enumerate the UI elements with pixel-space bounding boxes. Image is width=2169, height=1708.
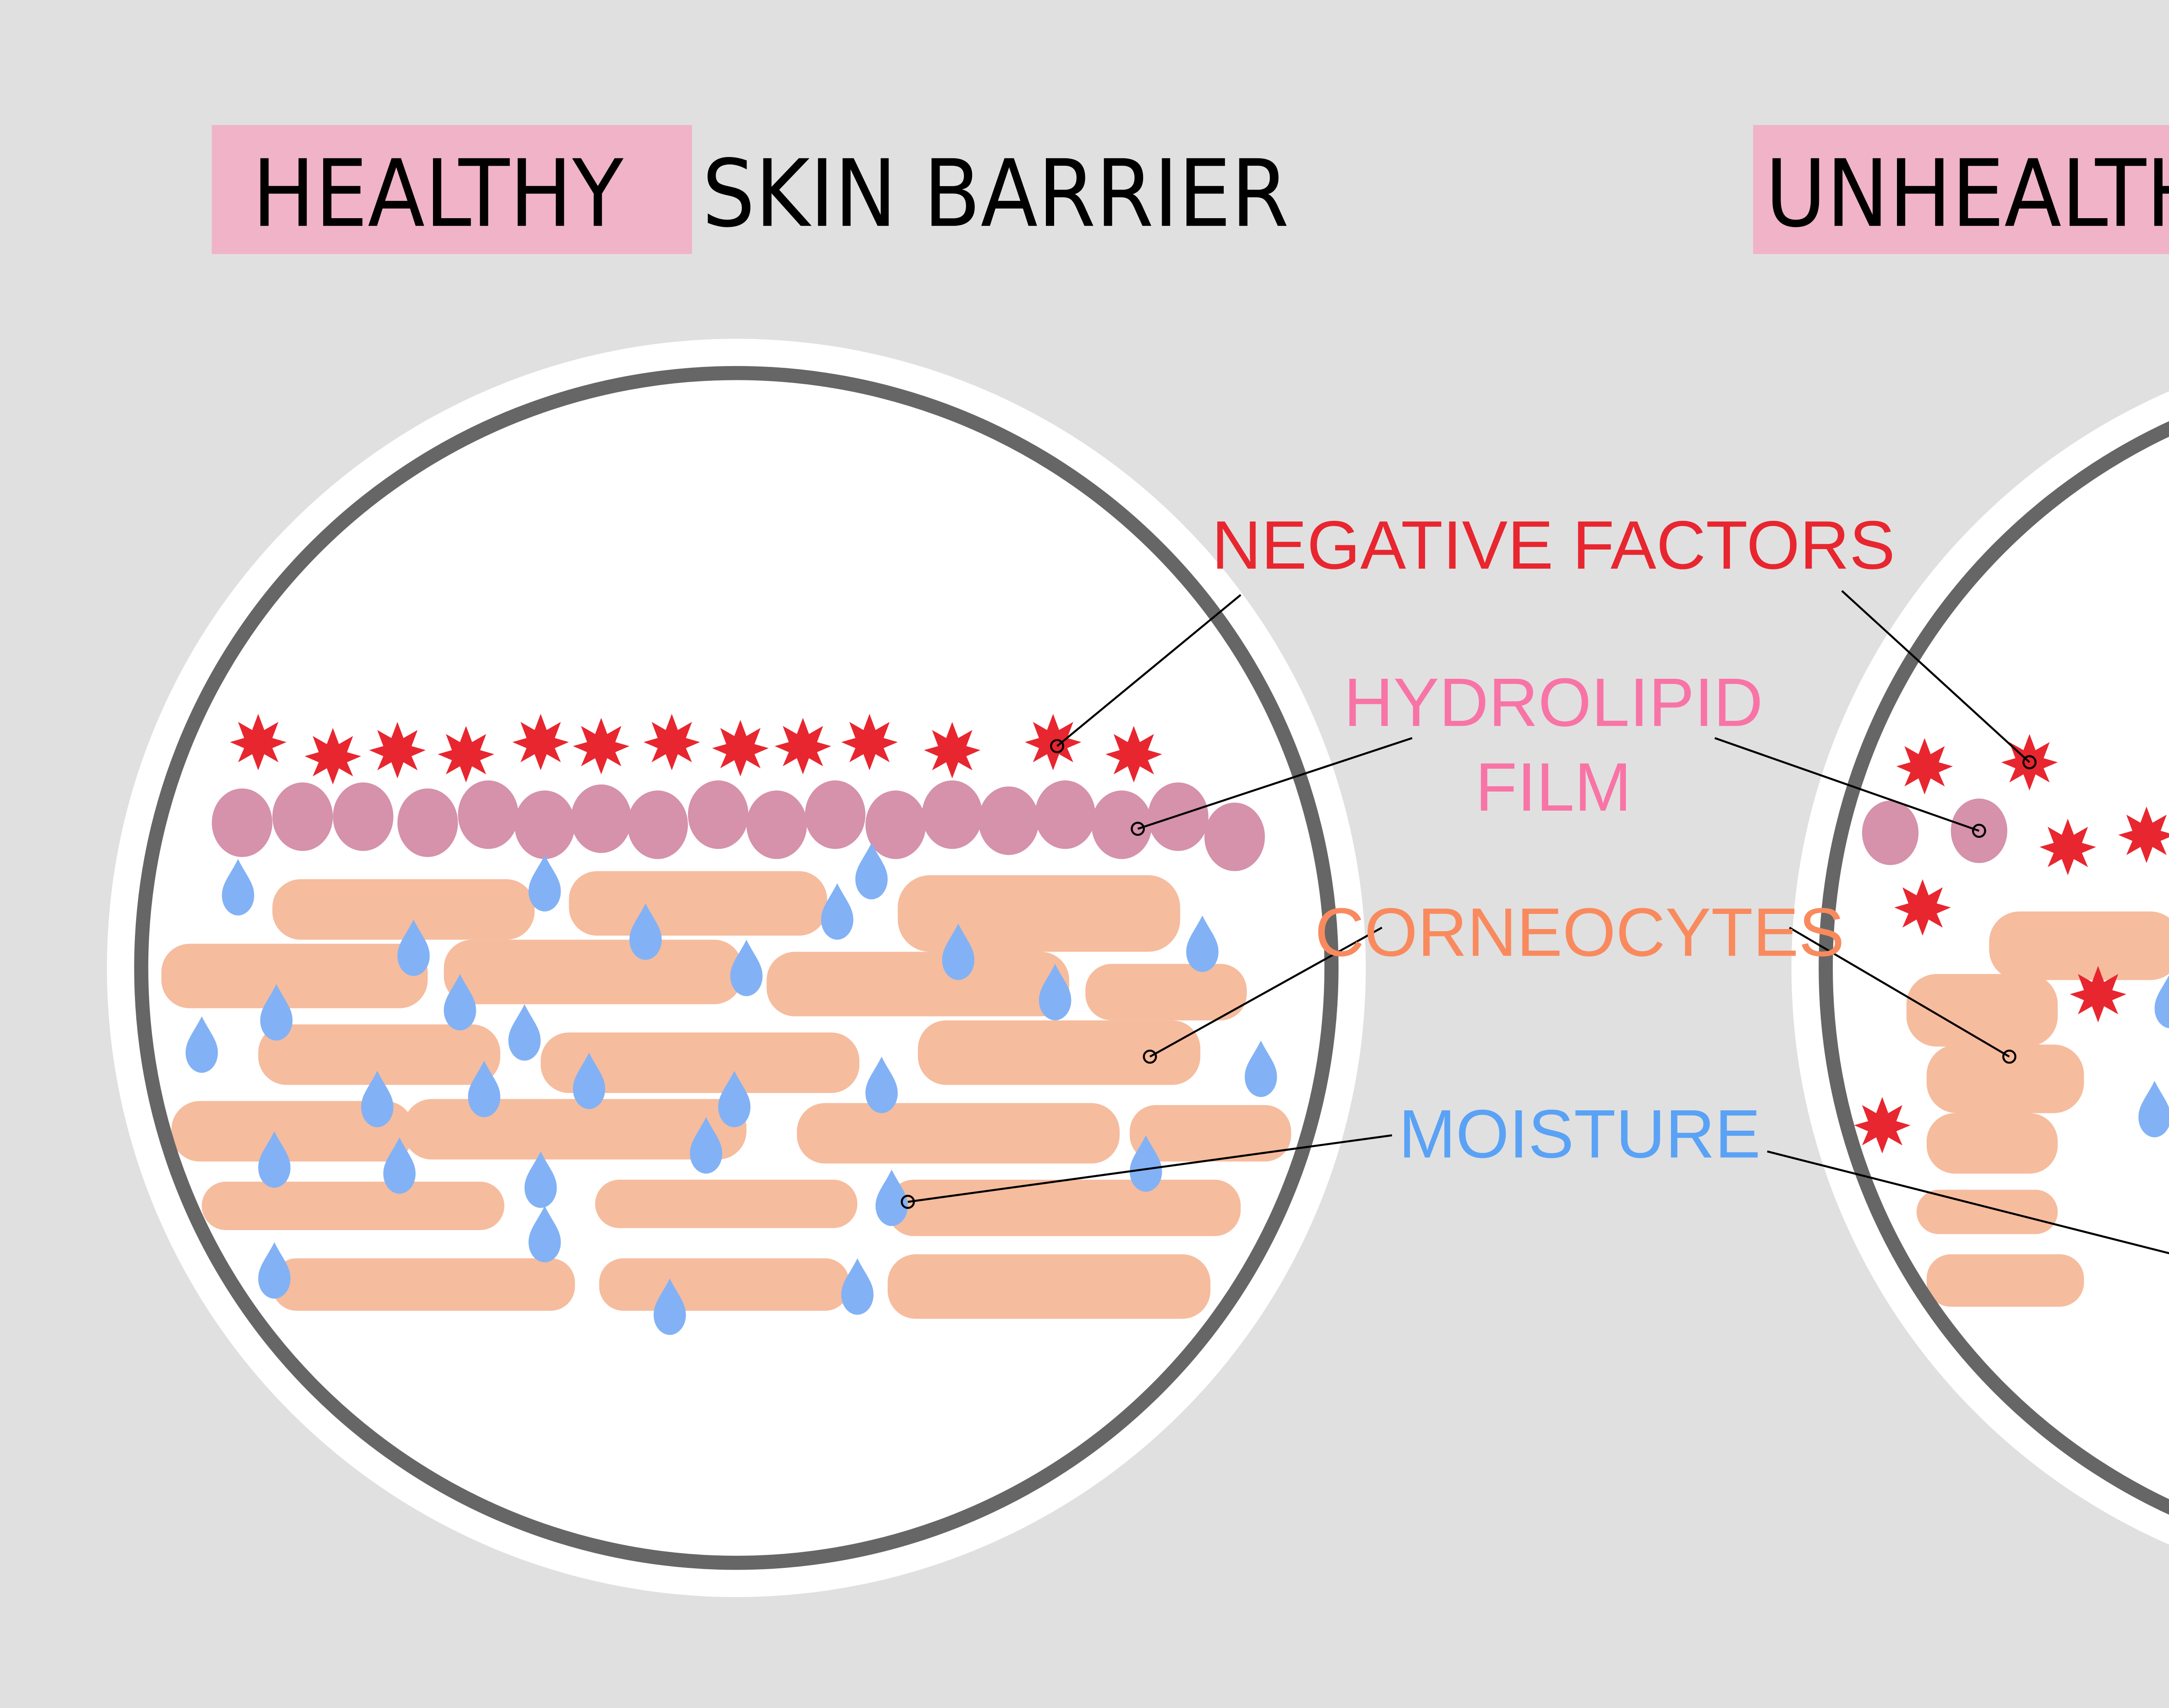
lens-ring bbox=[134, 366, 1339, 1570]
title-healthy: HEALTHY SKIN BARRIER bbox=[212, 125, 1289, 254]
label-corneocytes: CORNEOCYTES bbox=[1315, 894, 1845, 971]
title-rest: SKIN BARRIER bbox=[702, 140, 1289, 248]
title-highlight-word: HEALTHY bbox=[252, 140, 624, 248]
hydrolipid-film-circles bbox=[212, 780, 1265, 871]
label-moisture: MOISTURE bbox=[1399, 1096, 1760, 1172]
label-negative-factors: NEGATIVE FACTORS bbox=[1212, 507, 1895, 583]
title-highlight-word: UNHEALTHY bbox=[1765, 140, 2169, 248]
label-film: FILM bbox=[1475, 749, 1632, 825]
unhealthy-skin-circle bbox=[1792, 391, 2169, 1544]
title-highlight bbox=[1753, 125, 2169, 254]
healthy-skin-circle bbox=[107, 339, 1366, 1597]
leader-lines bbox=[901, 590, 2169, 1254]
corneocyte-cells bbox=[161, 871, 1291, 1319]
corneocyte-cells bbox=[1906, 911, 2169, 1307]
title-highlight bbox=[212, 125, 692, 254]
lens-ring bbox=[1818, 421, 2169, 1515]
label-hydrolipid: HYDROLIPID bbox=[1344, 664, 1763, 741]
title-unhealthy: UNHEALTHY SKIN BARRIER bbox=[1753, 125, 2169, 254]
